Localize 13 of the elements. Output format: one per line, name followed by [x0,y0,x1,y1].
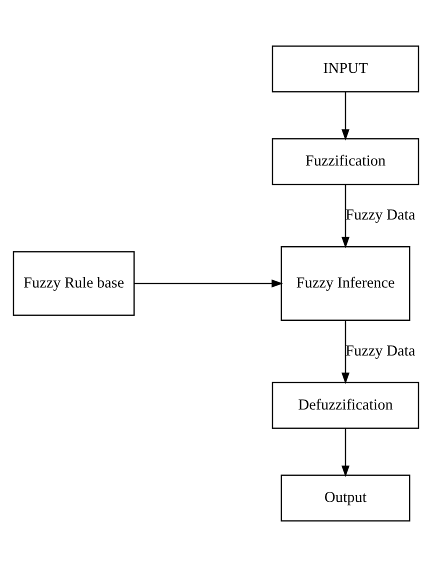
node-box: Fuzzy Inference [280,246,410,321]
arrow [134,280,284,288]
node-box: INPUT [272,45,420,92]
arrow [342,184,350,248]
node-box: Defuzzification [272,382,420,429]
arrow [342,428,350,478]
node-box: Output [280,474,410,522]
node-box: Fuzzy Rule base [12,251,135,316]
edge-label: Fuzzy Data [346,342,416,360]
arrow [342,320,350,384]
node-box: Fuzzification [272,138,420,186]
edge-label: Fuzzy Data [346,206,416,224]
arrow [342,92,350,141]
